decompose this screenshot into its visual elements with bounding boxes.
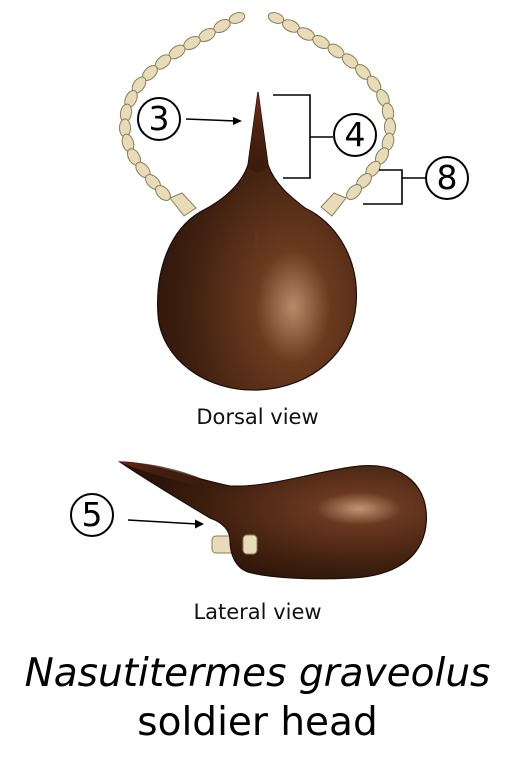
species-name: Nasutitermes graveolus <box>24 651 491 696</box>
callout-8-bracket <box>363 169 425 205</box>
lateral-head <box>118 461 427 580</box>
lateral-view-label: Lateral view <box>193 600 322 624</box>
dorsal-view-label: Dorsal view <box>196 405 319 429</box>
dorsal-head <box>157 91 358 391</box>
callout-3-arrow <box>185 117 242 125</box>
right-antenna <box>267 12 396 217</box>
callout-3-label: 3 <box>137 97 181 141</box>
callout-5-arrow <box>127 519 204 529</box>
left-antenna <box>119 12 246 217</box>
callout-4-bracket <box>273 94 333 179</box>
callout-5-label: 5 <box>70 493 114 537</box>
callout-8-label: 8 <box>425 156 469 200</box>
caption-subtitle: soldier head <box>137 700 378 745</box>
callout-4-label: 4 <box>333 113 377 157</box>
